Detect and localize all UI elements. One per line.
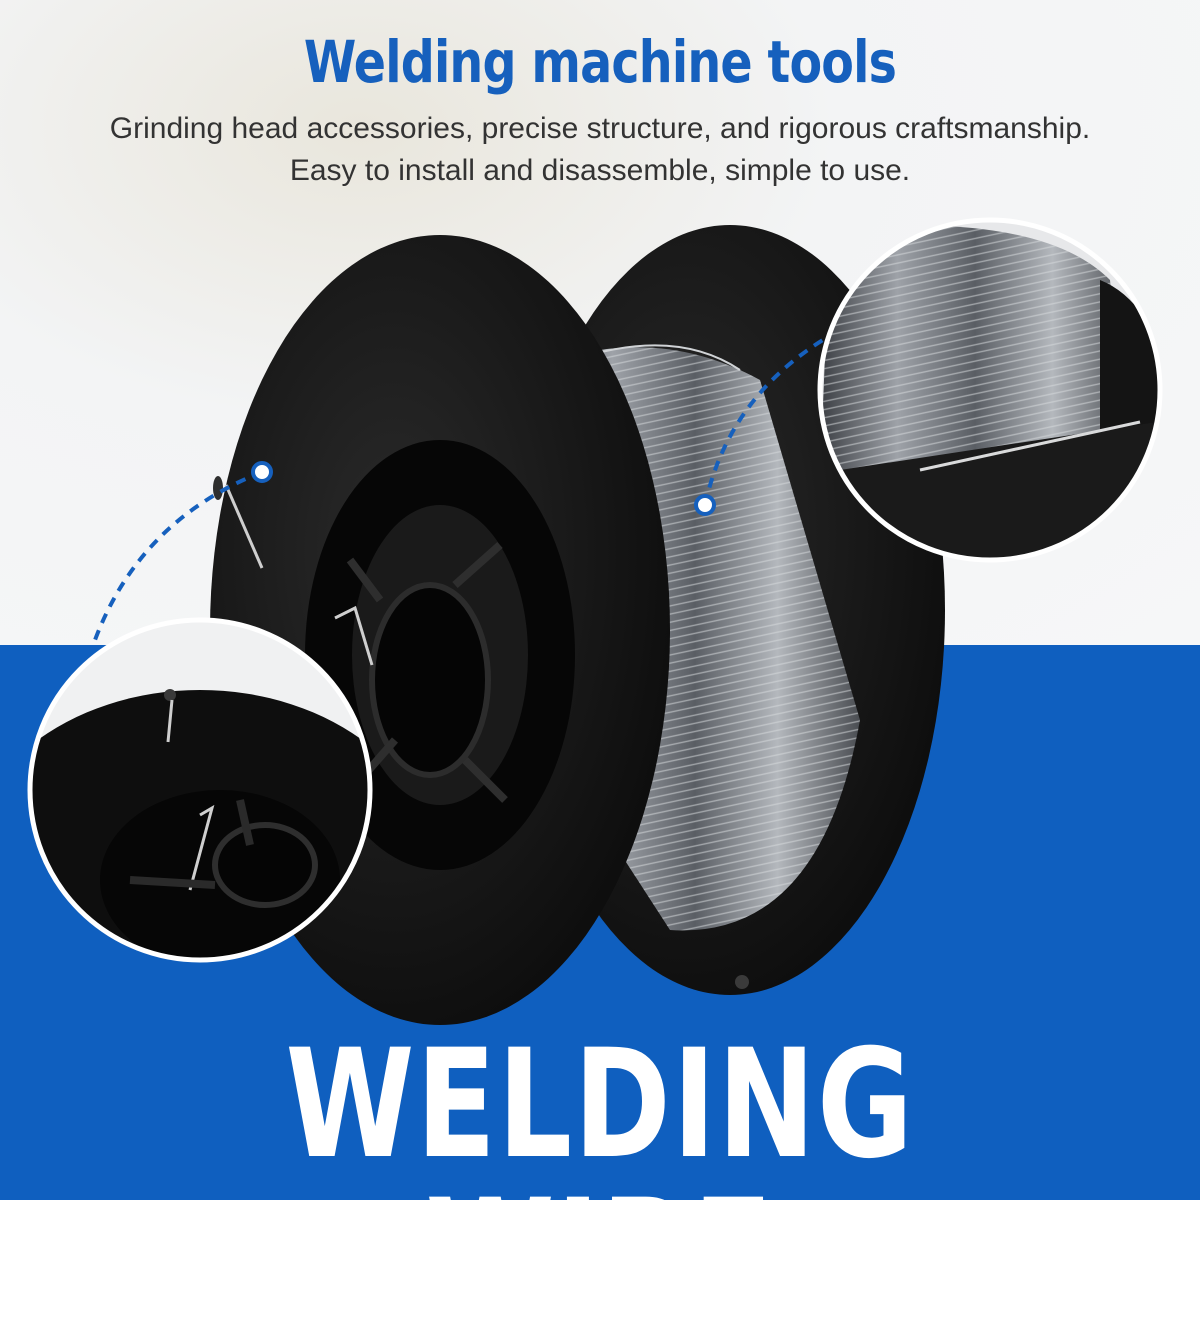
subtitle-line-2: Easy to install and disassemble, simple … <box>289 154 911 187</box>
subtitle-line-1: Grinding head accessories, precise struc… <box>109 112 1091 145</box>
banner-welding-wire: WELDING WIRE <box>285 1018 915 1342</box>
zoom-detail-flange <box>27 617 373 963</box>
zoom-detail-wire <box>817 217 1163 563</box>
callout-connector-left <box>93 461 273 641</box>
spool-illustration <box>27 217 1163 1025</box>
page-title: Welding machine tools <box>303 28 897 96</box>
callout-connector-right <box>694 328 841 516</box>
